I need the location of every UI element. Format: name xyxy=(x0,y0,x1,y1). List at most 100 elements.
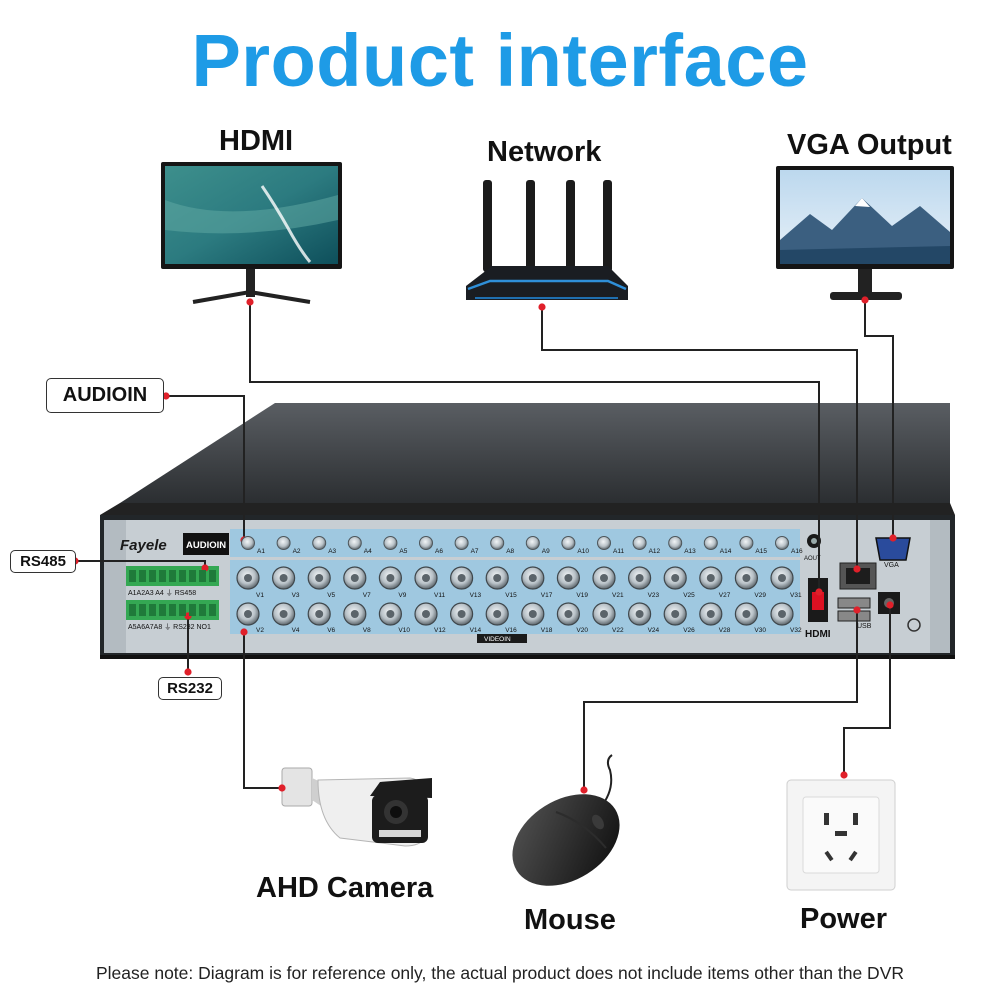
terminal-screw xyxy=(159,570,166,582)
terminal-screw xyxy=(179,570,186,582)
audio-in-port xyxy=(276,536,291,550)
bnc-pin xyxy=(778,574,786,582)
label-hdmi: HDMI xyxy=(219,125,294,157)
wire-mouse xyxy=(583,610,858,790)
bnc-pin xyxy=(457,610,466,618)
terminal-screw xyxy=(149,570,156,582)
video-port-label: V14 xyxy=(470,627,482,634)
video-port-label: V13 xyxy=(470,592,482,599)
label-mouse: Mouse xyxy=(524,904,616,936)
video-port-label: V17 xyxy=(541,592,553,599)
audio-in-port xyxy=(703,536,718,550)
audio-port-label: A1 xyxy=(257,548,265,555)
video-port-label: V1 xyxy=(256,592,264,599)
hdmi-monitor-illustration xyxy=(161,162,342,304)
video-port-label: V10 xyxy=(398,627,410,634)
video-port-label: V15 xyxy=(505,592,517,599)
video-port-label: V2 xyxy=(256,627,264,634)
tag-rs485: RS485 xyxy=(10,550,76,573)
terminal-screw xyxy=(169,604,176,616)
audio-in-port xyxy=(739,536,754,550)
bnc-pin xyxy=(244,574,252,582)
connection-dot xyxy=(240,628,248,636)
bnc-pin xyxy=(742,610,751,618)
bnc-pin xyxy=(564,610,573,618)
bnc-pin xyxy=(635,574,644,582)
bnc-pin xyxy=(528,610,537,618)
video-port-label: V21 xyxy=(612,592,624,599)
video-port-label: V6 xyxy=(327,627,335,634)
video-port-label: V11 xyxy=(434,592,445,599)
video-port-label: V3 xyxy=(292,592,300,599)
mouse-illustration xyxy=(512,754,620,886)
bnc-pin xyxy=(315,610,324,618)
aout-label: AOUT xyxy=(804,556,821,562)
video-port-label: V31 xyxy=(790,592,802,599)
wire-network xyxy=(541,307,858,569)
terminal-screw xyxy=(149,604,156,616)
audio-port-label: A2 xyxy=(293,548,301,555)
power-socket-illustration xyxy=(786,779,896,891)
videoin-label: VIDEOIN xyxy=(484,636,511,643)
label-power: Power xyxy=(800,903,888,935)
connection-dot xyxy=(580,786,588,794)
connection-dot xyxy=(886,601,894,609)
connection-dot xyxy=(538,303,546,311)
connection-dot xyxy=(184,668,192,676)
terminal-screw xyxy=(129,570,136,582)
tag-audioin: AUDIOIN xyxy=(46,378,164,413)
terminal-screw xyxy=(209,570,216,582)
wire-power xyxy=(843,605,891,775)
audio-port-label: A8 xyxy=(506,548,514,555)
bnc-pin xyxy=(706,574,715,582)
audioin-badge: AUDIOIN xyxy=(186,540,226,551)
terminal-row1-label: A1A2A3 A4 ⏚ RS458 xyxy=(128,589,196,597)
ahd-camera-illustration xyxy=(281,767,432,847)
connection-dot xyxy=(278,784,286,792)
hdmi-port-label: HDMI xyxy=(805,629,831,640)
label-vga-output: VGA Output xyxy=(787,129,952,161)
terminal-screw xyxy=(189,570,196,582)
audio-port-label: A6 xyxy=(435,548,443,555)
connection-dot xyxy=(853,565,861,573)
usb-port-label: USB xyxy=(857,623,872,630)
terminal-screw xyxy=(129,604,136,616)
video-port-label: V32 xyxy=(790,627,802,634)
bnc-pin xyxy=(493,610,502,618)
bnc-pin xyxy=(457,574,466,582)
audio-port-label: A3 xyxy=(328,548,336,555)
connection-dot xyxy=(815,588,823,596)
audio-in-port xyxy=(383,536,398,550)
connection-wires xyxy=(75,300,894,790)
audio-port-label: A16 xyxy=(791,548,803,555)
reference-note: Please note: Diagram is for reference on… xyxy=(95,963,905,983)
video-port-label: V18 xyxy=(541,627,553,634)
bnc-pin xyxy=(493,574,502,582)
video-port-label: V7 xyxy=(363,592,371,599)
video-port-label: V20 xyxy=(576,627,588,634)
bnc-pin xyxy=(635,610,644,618)
audio-in-port xyxy=(668,536,683,550)
bnc-pin xyxy=(564,574,573,582)
audio-port-label: A9 xyxy=(542,548,550,555)
tag-rs232: RS232 xyxy=(158,677,222,700)
audio-port-label: A5 xyxy=(399,548,407,555)
bnc-pin xyxy=(600,610,608,618)
audio-in-port xyxy=(241,536,255,550)
bnc-pin xyxy=(706,610,715,618)
video-port-label: V25 xyxy=(683,592,695,599)
bnc-pin xyxy=(350,574,359,582)
bnc-pin xyxy=(244,610,252,618)
video-port-label: V9 xyxy=(398,592,406,599)
audio-in-port xyxy=(312,536,327,550)
video-port-label: V8 xyxy=(363,627,371,634)
video-port-label: V27 xyxy=(719,592,731,599)
connection-dot xyxy=(889,534,897,542)
bnc-pin xyxy=(671,610,680,618)
connection-dot xyxy=(162,392,170,400)
audio-port-label: A4 xyxy=(364,548,372,555)
video-port-label: V26 xyxy=(683,627,695,634)
audio-port-label: A7 xyxy=(471,548,479,555)
